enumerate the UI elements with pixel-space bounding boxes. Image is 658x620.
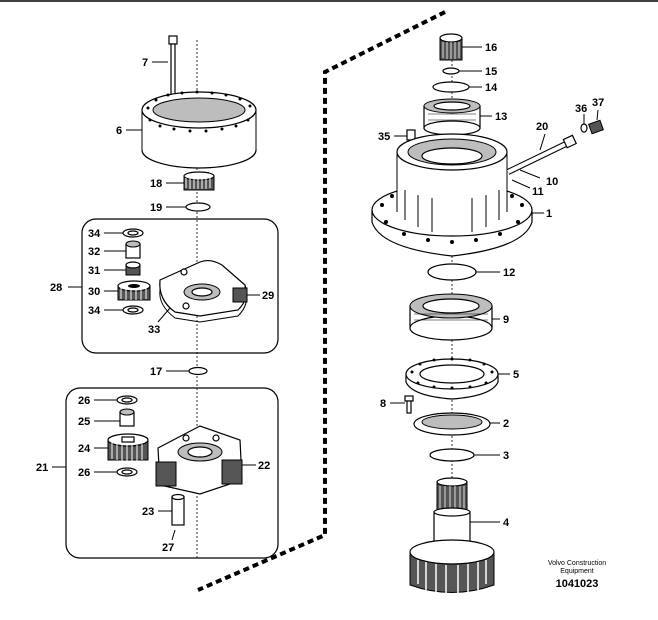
part-31-spacer bbox=[125, 261, 141, 276]
part-25-bushing bbox=[119, 408, 135, 427]
part-18-sun-gear bbox=[183, 171, 215, 191]
callout-9: 9 bbox=[503, 314, 509, 326]
part-15-washer bbox=[442, 67, 460, 75]
part-24-planet-gear bbox=[107, 433, 149, 461]
part-6-ring-gear bbox=[141, 90, 257, 169]
leader-27 bbox=[171, 529, 176, 541]
part-9-bearing bbox=[409, 293, 493, 341]
leader-37 bbox=[596, 109, 599, 121]
callout-24: 24 bbox=[78, 443, 91, 455]
callout-15: 15 bbox=[485, 66, 497, 78]
leader-33 bbox=[157, 307, 171, 323]
callout-29: 29 bbox=[262, 290, 274, 302]
part-8-bolt bbox=[404, 395, 414, 414]
leader-10 bbox=[519, 169, 541, 179]
part-37-plug bbox=[588, 119, 604, 135]
callout-1: 1 bbox=[546, 208, 552, 220]
part-13-bearing bbox=[423, 98, 481, 136]
callout-37: 37 bbox=[592, 97, 604, 109]
group-21-box bbox=[65, 387, 279, 559]
callout-14: 14 bbox=[485, 82, 498, 94]
callout-30: 30 bbox=[88, 286, 100, 298]
callout-27: 27 bbox=[162, 542, 174, 554]
callout-10: 10 bbox=[546, 176, 558, 188]
leader-20 bbox=[539, 133, 546, 151]
callout-34b: 34 bbox=[88, 305, 101, 317]
callout-8: 8 bbox=[380, 398, 386, 410]
part-1-housing bbox=[371, 133, 533, 257]
leader-11 bbox=[511, 179, 531, 189]
callout-26b: 26 bbox=[78, 467, 90, 479]
callout-33: 33 bbox=[148, 324, 160, 336]
credit-line-2: Equipment bbox=[560, 568, 594, 575]
callout-31: 31 bbox=[88, 265, 100, 277]
part-17-ring bbox=[188, 366, 208, 376]
callout-36: 36 bbox=[575, 103, 587, 115]
callout-22: 22 bbox=[258, 460, 270, 472]
callout-18: 18 bbox=[150, 178, 162, 190]
credit-line-1: Volvo Construction bbox=[548, 560, 606, 567]
part-29-carrier bbox=[159, 259, 248, 323]
callout-16: 16 bbox=[485, 42, 497, 54]
group-28-box bbox=[81, 218, 279, 354]
callout-20: 20 bbox=[536, 121, 548, 133]
part-30-planet-gear bbox=[117, 280, 151, 301]
part-16-plug bbox=[439, 33, 463, 61]
part-32-bushing bbox=[125, 240, 141, 259]
part-23-pin bbox=[171, 493, 185, 526]
callout-17: 17 bbox=[150, 366, 162, 378]
part-36-seal bbox=[580, 123, 588, 133]
callout-28: 28 bbox=[50, 282, 62, 294]
callout-13: 13 bbox=[495, 111, 507, 123]
callout-6: 6 bbox=[116, 125, 122, 137]
part-19-ring bbox=[185, 202, 211, 212]
callout-25: 25 bbox=[78, 416, 90, 428]
part-4-pinion-shaft bbox=[409, 477, 495, 595]
callout-35: 35 bbox=[378, 131, 390, 143]
part-7-bolt bbox=[168, 35, 178, 97]
callout-3: 3 bbox=[503, 450, 509, 462]
callout-2: 2 bbox=[503, 418, 509, 430]
callout-21: 21 bbox=[36, 462, 48, 474]
callout-32: 32 bbox=[88, 246, 100, 258]
callout-19: 19 bbox=[150, 202, 162, 214]
part-12-ring bbox=[427, 263, 477, 281]
callout-34a: 34 bbox=[88, 228, 101, 240]
callout-4: 4 bbox=[503, 517, 510, 529]
part-20-dipstick bbox=[506, 134, 578, 175]
callout-26a: 26 bbox=[78, 395, 90, 407]
callout-23: 23 bbox=[142, 506, 154, 518]
callout-7: 7 bbox=[142, 57, 148, 69]
assembly-separator bbox=[197, 10, 446, 592]
part-3-ring bbox=[429, 448, 475, 462]
callout-11: 11 bbox=[532, 186, 544, 198]
callout-12: 12 bbox=[503, 267, 515, 279]
part-14-ring bbox=[432, 81, 470, 93]
drawing-number: 1041023 bbox=[556, 578, 599, 590]
part-5-flange bbox=[405, 357, 499, 400]
part-22-carrier bbox=[155, 425, 243, 495]
part-2-plate bbox=[413, 412, 491, 436]
callout-5: 5 bbox=[513, 369, 519, 381]
